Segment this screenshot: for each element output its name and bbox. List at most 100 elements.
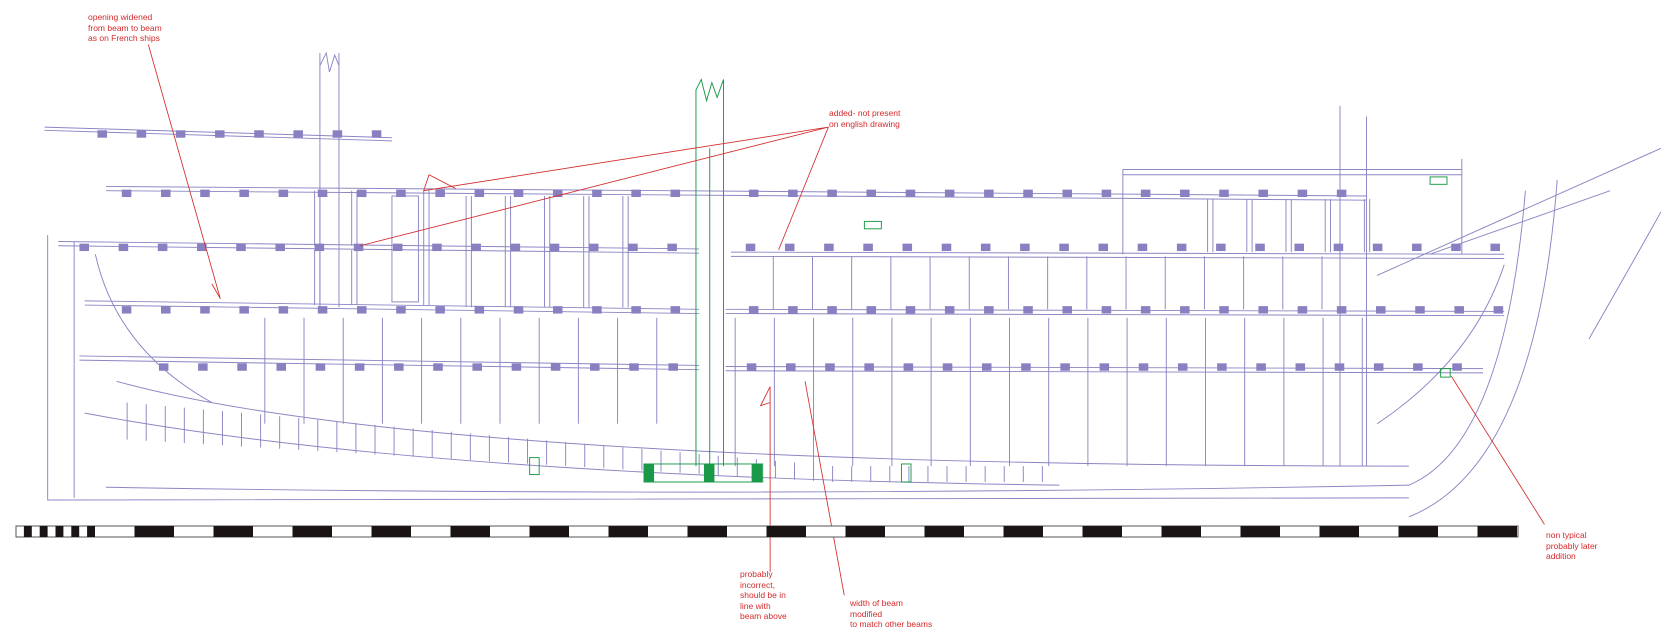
- deck-beam: [866, 306, 877, 314]
- deck-beam: [513, 189, 524, 198]
- deck-beam: [200, 306, 210, 314]
- deck-beam: [628, 243, 638, 252]
- scale-segment: [766, 526, 806, 537]
- stanchion: [423, 190, 430, 306]
- deck-beam: [1454, 306, 1464, 314]
- deck-beam: [1256, 363, 1266, 371]
- deck-beam: [97, 130, 107, 138]
- note-probably-incorrect: probably incorrect, should be in line wi…: [740, 569, 787, 621]
- deck-beam: [118, 243, 129, 252]
- deck-beam: [745, 243, 756, 252]
- deck-beam: [550, 363, 561, 371]
- deck-beam: [552, 306, 563, 314]
- deck-beam: [784, 243, 795, 252]
- deck-beam: [315, 363, 326, 371]
- deck-beam: [1099, 363, 1110, 371]
- deck-beam: [827, 189, 837, 198]
- deck-beam: [1294, 243, 1304, 252]
- deck-beam: [293, 130, 303, 138]
- deck-beam: [474, 189, 485, 198]
- deck-beam: [588, 243, 599, 252]
- deck-beam: [1060, 363, 1070, 371]
- masts: [319, 51, 1463, 467]
- deck-beam: [1140, 306, 1151, 314]
- deck-beam: [1412, 243, 1422, 252]
- hull-outline: [47, 147, 1661, 518]
- stanchion: [1246, 199, 1253, 253]
- deck-beam: [200, 189, 210, 198]
- scale-segment: [1161, 526, 1201, 537]
- deck-beam: [161, 306, 171, 314]
- deck-beam: [513, 306, 524, 314]
- deck-beam: [1295, 363, 1306, 371]
- deck-beam: [866, 189, 877, 198]
- stanchion: [1324, 199, 1331, 253]
- deck-beam: [510, 243, 521, 252]
- deck-beam: [1140, 189, 1151, 198]
- deck-beam: [905, 189, 916, 198]
- deck-beam: [1180, 189, 1190, 198]
- scale-segment: [529, 526, 569, 537]
- deck-beam: [1336, 189, 1347, 198]
- deck-beam: [668, 363, 678, 371]
- deck-beam: [788, 306, 798, 314]
- deck-beam: [1180, 306, 1190, 314]
- deck-beam: [396, 306, 406, 314]
- deck-beam: [1137, 243, 1148, 252]
- deck-beam: [1493, 306, 1504, 314]
- deck-beam: [942, 363, 953, 371]
- scale-segment: [608, 526, 648, 537]
- deck-beam: [670, 189, 681, 198]
- scale-segment: [55, 526, 64, 537]
- annotation-leaders: [147, 44, 1545, 596]
- deck-beam: [371, 130, 382, 138]
- deck-beam: [1176, 243, 1187, 252]
- deck-beam: [471, 243, 481, 252]
- scale-segment: [87, 526, 95, 537]
- deck-beam: [276, 363, 287, 371]
- deck-beam: [984, 189, 994, 198]
- deck-beam: [432, 243, 442, 252]
- deck-beam: [1297, 189, 1308, 198]
- deck-beams: [79, 130, 1504, 371]
- deck-beam: [435, 306, 445, 314]
- deck-beam: [944, 306, 955, 314]
- deck-beam: [1451, 243, 1461, 252]
- deck-beam: [393, 243, 403, 252]
- deck-beam: [472, 363, 482, 371]
- deck-beam: [239, 189, 249, 198]
- deck-beam: [157, 243, 168, 252]
- deck-beam: [239, 306, 249, 314]
- stanchion: [544, 195, 551, 308]
- deck-beam: [670, 306, 681, 314]
- deck-beam: [121, 306, 132, 314]
- deck-beam: [1062, 189, 1073, 198]
- deck-beam: [317, 189, 328, 198]
- note-non-typical: non typical probably later addition: [1546, 530, 1598, 561]
- deck-beam: [161, 189, 171, 198]
- scale-segment: [71, 526, 80, 537]
- scale-segment: [1477, 526, 1517, 537]
- deck-beam: [1415, 306, 1425, 314]
- deck-beam: [549, 243, 560, 252]
- deck-beam: [396, 189, 406, 198]
- deck-beam: [254, 130, 264, 138]
- deck-beam: [121, 189, 132, 198]
- scale-segment: [1082, 526, 1122, 537]
- added-green-elements: [529, 78, 1451, 483]
- deck-beam: [1373, 363, 1384, 371]
- stanchion: [1207, 199, 1214, 253]
- deck-beam: [1020, 243, 1030, 252]
- deck-beam: [552, 189, 563, 198]
- deck-beam: [944, 189, 955, 198]
- deck-beam: [354, 363, 365, 371]
- stanchion: [583, 195, 590, 308]
- deck-beam: [1452, 363, 1462, 371]
- note-added-not-present: added- not present on english drawing: [829, 108, 901, 129]
- deck-beam: [1059, 243, 1069, 252]
- scale-segment: [450, 526, 490, 537]
- deck-beam: [592, 189, 602, 198]
- scale-segment: [1319, 526, 1359, 537]
- deck-beam: [433, 363, 443, 371]
